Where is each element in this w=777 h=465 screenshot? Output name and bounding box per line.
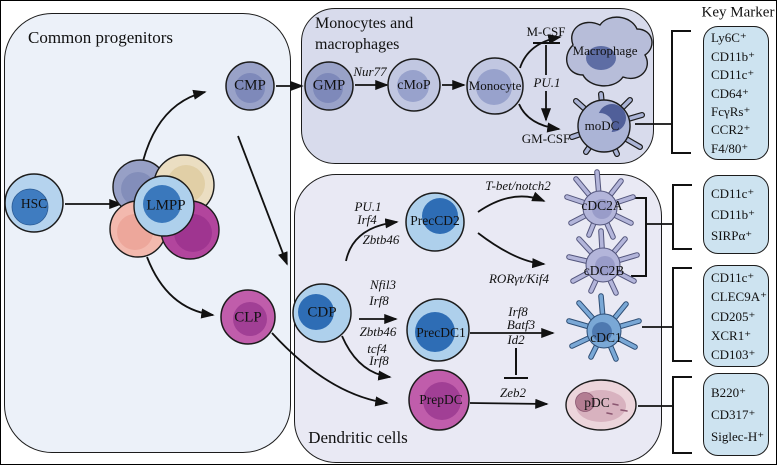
cell-label-cdc2a: cDC2A [581, 198, 623, 213]
cell-label-preccd2: PrecCD2 [410, 213, 460, 228]
cell-label-cmp: CMP [234, 77, 266, 94]
cell-pdc [565, 379, 637, 431]
arrow-clp-prepdc [271, 332, 389, 407]
bracket-marker-box-4 [672, 376, 692, 454]
cell-modc [569, 91, 645, 157]
factor-label-irf8-precdc1: Irf8 [369, 293, 389, 308]
factor-label-zeb2: Zeb2 [500, 385, 526, 400]
arrow-monocyte-macrophage [519, 34, 562, 69]
cell-label-cmop: cMoP [397, 78, 431, 93]
marker-item: CD11b⁺ [711, 48, 755, 64]
factor-label-batf3: Batf3 [506, 317, 536, 332]
cell-label-cdc2b: cDC2B [583, 263, 625, 278]
marker-item: CCR2⁺ [711, 122, 751, 138]
cell-cmop [387, 58, 441, 112]
arrow-lmpp-cmp [142, 89, 207, 162]
factor-label-nfil3: Nfil3 [369, 277, 397, 292]
marker-item: FcγRs⁺ [711, 103, 751, 119]
marker-item: Ly6C⁺ [711, 30, 747, 46]
cell-label-clp: CLP [234, 309, 262, 326]
factor-label-irf8-cdc1: Irf8 [508, 304, 528, 319]
marker-item: CD205⁺ [711, 308, 756, 324]
marker-item: SIRPα⁺ [711, 228, 753, 243]
marker-item: CD103⁺ [711, 346, 756, 362]
marker-box-pdc: B220⁺ CD317⁺ Siglec-H⁺ [703, 373, 769, 456]
cell-label-macrophage: Macrophage [572, 43, 638, 58]
cell-label-cdc1: cDC1 [590, 330, 622, 345]
panel-title-common-progenitors: Common progenitors [28, 28, 173, 47]
marker-box-modc: Ly6C⁺ CD11b⁺ CD11c⁺ CD64⁺ FcγRs⁺ CCR2⁺ F… [703, 26, 769, 160]
factor-label-tcf4: tcf4 [367, 341, 387, 356]
marker-item: XCR1⁺ [711, 327, 752, 343]
factor-label-irf4: Irf4 [357, 212, 377, 227]
bracket-marker-box-1 [671, 30, 691, 154]
cell-label-monocyte: Monocyte [468, 78, 522, 93]
panel-title-monocytes-line1: Monocytes and [315, 15, 414, 32]
cell-label-lmpp: LMPP [146, 197, 186, 214]
cell-precdc1 [406, 298, 470, 362]
arrows [65, 30, 692, 454]
factor-label-tbet-notch2: T-bet/notch2 [485, 178, 551, 193]
marker-item: Siglec-H⁺ [711, 429, 765, 444]
panel-title-monocytes-line2: macrophages [315, 36, 400, 53]
arrow-preccd2-cdc2b [477, 232, 546, 269]
marker-item: CLEC9A⁺ [711, 289, 767, 305]
factor-label-mcsf: M-CSF [526, 24, 566, 39]
factor-label-pu1: PU.1 [354, 199, 382, 214]
cell-hsc [4, 173, 64, 233]
cell-cdc2a [564, 169, 636, 240]
cell-label-gmp: GMP [312, 77, 346, 94]
cell-prepdc [408, 369, 470, 431]
key-marker-title: Key Marker [701, 4, 775, 21]
arrow-cdp-prepdc [341, 335, 392, 381]
factor-label-nur77: Nur77 [353, 64, 387, 79]
bracket-cdc2-group [631, 197, 647, 277]
marker-item: B220⁺ [711, 385, 747, 400]
factor-label-irf8-prepdc: Irf8 [369, 353, 389, 368]
arrow-preccd2-cdc2a [477, 191, 546, 213]
arrow-monocyte-modc [518, 103, 561, 133]
factor-label-zbtb46-cdc1: Zbtb46 [359, 324, 397, 339]
cell-label-pdc: pDC [584, 395, 610, 410]
cell-label-modc: moDC [584, 118, 620, 133]
arrow-cdp-preccd2 [345, 218, 399, 262]
bracket-marker-box-2 [672, 184, 692, 250]
factor-label-roryt-kif4: RORγt/Kif4 [488, 271, 550, 286]
arrow-prepdc-pdc [469, 398, 549, 409]
arrow-lmpp-clp [146, 256, 215, 319]
marker-item: CD64⁺ [711, 85, 749, 101]
factor-label-id2: Id2 [507, 332, 525, 347]
cell-cmp [225, 61, 275, 111]
factor-label-gmcsf: GM-CSF [521, 131, 571, 146]
marker-item: CD11c⁺ [711, 270, 755, 286]
panel-title-dendritic-cells: Dendritic cells [308, 428, 408, 447]
arrow-cmp-cdp [237, 135, 288, 266]
marker-item: CD11b⁺ [711, 207, 755, 222]
cell-label-cdp: CDP [307, 304, 337, 321]
cell-cdc1 [566, 293, 642, 362]
cell-label-prepdc: PrepDC [419, 392, 463, 407]
cell-gmp [304, 61, 354, 111]
factor-label-pu1-monocyte: PU.1 [531, 75, 563, 91]
cell-macrophage [565, 16, 653, 87]
cell-monocyte [466, 57, 524, 115]
bracket-marker-box-3 [672, 267, 692, 362]
marker-item: CD11c⁺ [711, 67, 755, 83]
marker-item: CD11c⁺ [711, 186, 755, 201]
cell-cdc2b [566, 228, 640, 296]
factor-label-zbtb46-cdc2: Zbtb46 [362, 232, 400, 247]
cell-clp [220, 289, 276, 345]
cell-label-hsc: HSC [20, 196, 48, 211]
marker-box-cdc2: CD11c⁺ CD11b⁺ SIRPα⁺ [703, 175, 769, 254]
marker-item: CD317⁺ [711, 407, 756, 422]
cell-cdp [292, 283, 352, 343]
cell-lmpp-cluster [109, 154, 220, 260]
marker-item: F4/80⁺ [711, 140, 749, 156]
cell-preccd2 [405, 192, 465, 252]
marker-box-cdc1: CD11c⁺ CLEC9A⁺ CD205⁺ XCR1⁺ CD103⁺ [703, 265, 769, 367]
cell-label-precdc1: PrecDC1 [416, 325, 466, 340]
